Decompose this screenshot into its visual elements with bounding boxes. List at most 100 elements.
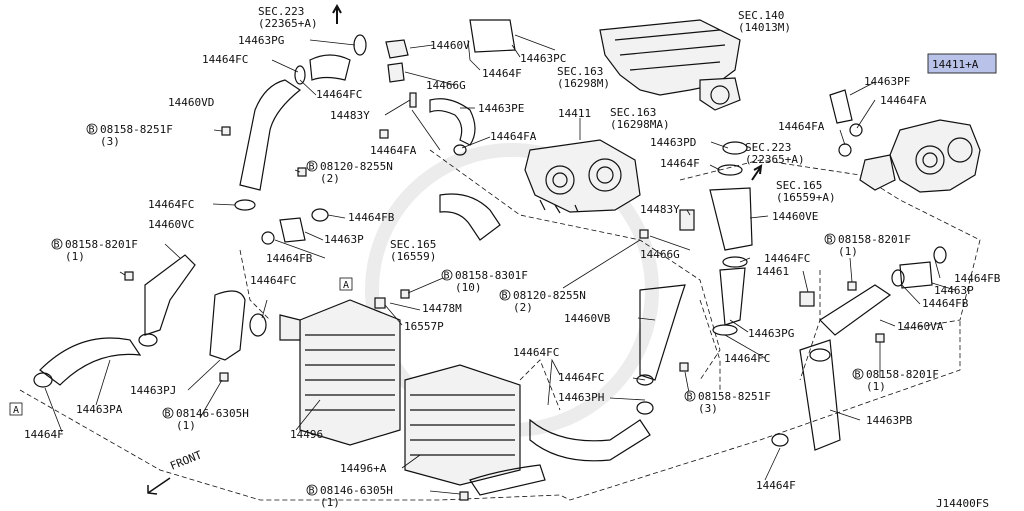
turbocharger-left (524, 139, 641, 214)
label-08158-8201F[interactable]: 08158-8201F (838, 233, 911, 246)
label-14411[interactable]: 14411 (558, 107, 591, 120)
label-14464F[interactable]: 14464F (756, 479, 796, 492)
intercooler-right (404, 364, 521, 486)
label-14463P[interactable]: 14463P (934, 284, 974, 297)
label-14463PG[interactable]: 14463PG (748, 327, 794, 340)
front-label: FRONT (168, 448, 204, 473)
label-14464FC[interactable]: 14464FC (250, 274, 296, 287)
label-14460VD[interactable]: 14460VD (168, 96, 214, 109)
label-14460VE[interactable]: 14460VE (772, 210, 818, 223)
label-14461[interactable]: 14461 (756, 265, 789, 278)
label-sec165-c[interactable]: SEC.165 (390, 238, 436, 251)
intercooler-left (279, 299, 401, 446)
label-14460VB[interactable]: 14460VB (564, 312, 611, 325)
label-14464FB[interactable]: 14464FB (954, 272, 1001, 285)
label-08146-6305H[interactable]: 08146-6305H (176, 407, 249, 420)
intake-manifold (599, 19, 741, 111)
label-14463PF[interactable]: 14463PF (864, 75, 910, 88)
label-08146-6305H[interactable]: 08146-6305H (320, 484, 393, 497)
label-sec223-mid[interactable]: SEC.223 (745, 141, 791, 154)
label-14464F[interactable]: 14464F (24, 428, 64, 441)
highlighted-part-label[interactable]: 14411+A (932, 58, 979, 71)
label-14463PG[interactable]: 14463PG (238, 34, 284, 47)
label-14464FB[interactable]: 14464FB (922, 297, 969, 310)
label-14464FA[interactable]: 14464FA (370, 144, 417, 157)
front-arrow-icon (147, 477, 171, 495)
label-14464FC[interactable]: 14464FC (724, 352, 770, 365)
label-14464FA[interactable]: 14464FA (880, 94, 927, 107)
label-14464FC[interactable]: 14464FC (148, 198, 194, 211)
label-14460VC[interactable]: 14460VC (148, 218, 194, 231)
svg-text:(16298M): (16298M) (557, 77, 610, 90)
svg-text:B: B (444, 271, 450, 282)
svg-text:B: B (855, 370, 861, 381)
svg-text:A: A (13, 405, 19, 416)
svg-text:(1): (1) (838, 245, 858, 258)
turbocharger-right (859, 119, 981, 193)
svg-text:B: B (309, 486, 315, 497)
label-14460VA[interactable]: 14460VA (897, 320, 944, 333)
bolts (124, 39, 885, 501)
label-08158-8201F[interactable]: 08158-8201F (866, 368, 939, 381)
svg-text:B: B (89, 125, 95, 136)
label-14463PD[interactable]: 14463PD (650, 136, 696, 149)
ref-box-a-left: A (9, 402, 23, 416)
label-08158-8251F[interactable]: 08158-8251F (100, 123, 173, 136)
svg-text:(1): (1) (176, 419, 196, 432)
label-sec163-a[interactable]: SEC.163 (557, 65, 603, 78)
svg-text:B: B (687, 392, 693, 403)
label-14463PC[interactable]: 14463PC (520, 52, 566, 65)
label-14463P[interactable]: 14463P (324, 233, 364, 246)
label-14466G[interactable]: 14466G (640, 248, 680, 261)
svg-text:B: B (309, 162, 315, 173)
label-14463PJ[interactable]: 14463PJ (130, 384, 176, 397)
label-14496[interactable]: 14496 (290, 428, 323, 441)
label-14464FC[interactable]: 14464FC (558, 371, 604, 384)
label-14464FA[interactable]: 14464FA (778, 120, 825, 133)
label-sec140[interactable]: SEC.140 (738, 9, 784, 22)
label-14464FC[interactable]: 14464FC (202, 53, 248, 66)
bolt-markers: B B B B B B B B B B (51, 123, 864, 497)
svg-text:B: B (54, 240, 60, 251)
label-14464FB[interactable]: 14464FB (348, 211, 395, 224)
label-14464FC[interactable]: 14464FC (316, 88, 362, 101)
label-14464FA[interactable]: 14464FA (490, 130, 537, 143)
label-08120-8255N[interactable]: 08120-8255N (513, 289, 586, 302)
label-sec163-b[interactable]: SEC.163 (610, 106, 656, 119)
svg-text:(3): (3) (100, 135, 120, 148)
svg-text:B: B (165, 409, 171, 420)
arrow-up-icon (332, 3, 342, 24)
svg-text:(10): (10) (455, 281, 482, 294)
svg-text:(22365+A): (22365+A) (258, 17, 318, 30)
label-08158-8301F[interactable]: 08158-8301F (455, 269, 528, 282)
label-14460V[interactable]: 14460V (430, 39, 470, 52)
label-14463PB[interactable]: 14463PB (866, 414, 913, 427)
label-14463PE[interactable]: 14463PE (478, 102, 524, 115)
svg-text:(1): (1) (65, 250, 85, 263)
label-sec165-r[interactable]: SEC.165 (776, 179, 822, 192)
label-08158-8251F[interactable]: 08158-8251F (698, 390, 771, 403)
label-16557P[interactable]: 16557P (404, 320, 444, 333)
label-14464FC[interactable]: 14464FC (513, 346, 559, 359)
label-14466G[interactable]: 14466G (426, 79, 466, 92)
label-14496A[interactable]: 14496+A (340, 462, 387, 475)
label-08120-8255N[interactable]: 08120-8255N (320, 160, 393, 173)
hoses (39, 19, 933, 496)
label-14463PA[interactable]: 14463PA (76, 403, 123, 416)
label-08158-8201F[interactable]: 08158-8201F (65, 238, 138, 251)
part-labels: SEC.223 (22365+A) SEC.140 (14013M) 14463… (24, 5, 1001, 510)
label-14464FB[interactable]: 14464FB (266, 252, 313, 265)
leader-lines (44, 34, 956, 495)
svg-text:(16298MA): (16298MA) (610, 118, 670, 131)
label-14464FC[interactable]: 14464FC (764, 252, 810, 265)
label-14463PH[interactable]: 14463PH (558, 391, 604, 404)
svg-text:(22365+A): (22365+A) (745, 153, 805, 166)
svg-text:(14013M): (14013M) (738, 21, 791, 34)
ref-box-a-top: A (339, 277, 353, 291)
label-sec223-top[interactable]: SEC.223 (258, 5, 304, 18)
label-14483Y[interactable]: 14483Y (330, 109, 370, 122)
label-14464F[interactable]: 14464F (482, 67, 522, 80)
label-14483Y[interactable]: 14483Y (640, 203, 680, 216)
label-14478M[interactable]: 14478M (422, 302, 462, 315)
label-14464F[interactable]: 14464F (660, 157, 700, 170)
